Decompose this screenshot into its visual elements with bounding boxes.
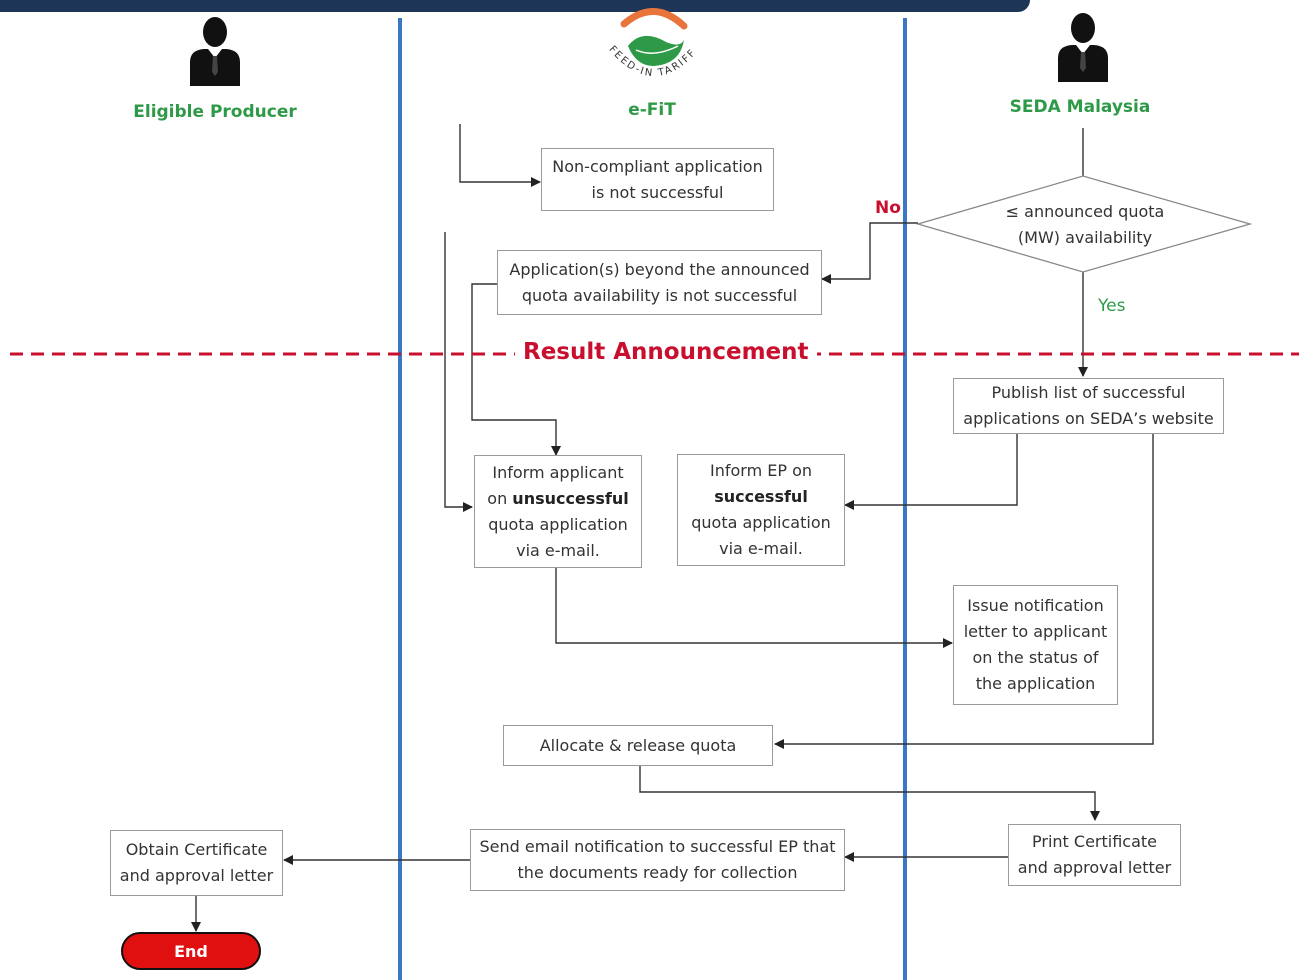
box-line: quota application <box>691 513 831 532</box>
inform-unsuccessful-box: Inform applicant on unsuccessful quota a… <box>474 455 642 568</box>
box-line: letter to applicant <box>963 622 1108 641</box>
lane-divider-left <box>398 18 402 980</box>
box-line: via e-mail. <box>516 540 600 560</box>
end-terminator: End <box>121 932 261 970</box>
box-line: applications on SEDA’s website <box>963 409 1214 428</box>
box-line: Application(s) beyond the announced <box>509 259 810 279</box>
yes-branch-label: Yes <box>1098 296 1126 316</box>
box-line: Print Certificate <box>1032 832 1157 851</box>
decision-text: ≤ announced quota (MW) availability <box>960 199 1210 251</box>
box-line: quota availability is not successful <box>521 285 798 305</box>
box-line: Non-compliant application <box>552 156 763 176</box>
obtain-certificate-box: Obtain Certificate and approval letter <box>110 830 283 896</box>
box-line: Allocate & release quota <box>539 735 737 755</box>
lane-title-seda-malaysia: SEDA Malaysia <box>1009 97 1151 117</box>
box-line: Issue notification <box>967 596 1104 615</box>
feed-in-tariff-logo: FEED-IN TARIFF <box>596 6 712 102</box>
print-certificate-box: Print Certificate and approval letter <box>1008 824 1181 886</box>
lane-title-efit: e-FiT <box>628 100 676 120</box>
box-line: Publish list of successful <box>991 383 1186 402</box>
top-banner-bar <box>0 0 1030 12</box>
box-line: Obtain Certificate <box>125 840 268 859</box>
allocate-quota-box: Allocate & release quota <box>503 725 773 766</box>
box-line: Send email notification to successful EP… <box>479 837 836 856</box>
no-branch-label: No <box>875 198 901 218</box>
box-text: on <box>487 488 513 508</box>
box-line: is not successful <box>591 182 724 202</box>
send-email-box: Send email notification to successful EP… <box>470 829 845 891</box>
person-icon <box>186 16 244 90</box>
box-line: on unsuccessful <box>487 486 628 512</box>
lane-divider-right <box>903 18 907 980</box>
unsuccessful-emphasis: unsuccessful <box>512 488 629 508</box>
box-line: Inform EP on <box>709 461 813 480</box>
box-line: the documents ready for collection <box>517 863 798 882</box>
inform-successful-box: Inform EP on successful quota applicatio… <box>677 454 845 566</box>
box-line: the application <box>975 674 1096 693</box>
box-line: and approval letter <box>1017 858 1172 877</box>
lane-title-eligible-producer: Eligible Producer <box>133 102 297 122</box>
publish-list-box: Publish list of successful applications … <box>953 378 1224 434</box>
box-line: Inform applicant <box>492 462 624 482</box>
successful-emphasis: successful <box>714 487 808 506</box>
non-compliant-box: Non-compliant application is not success… <box>541 148 774 211</box>
decision-line-2: (MW) availability <box>1017 228 1153 247</box>
beyond-quota-box: Application(s) beyond the announced quot… <box>497 250 822 315</box>
issue-notification-box: Issue notification letter to applicant o… <box>953 585 1118 705</box>
result-announcement-label: Result Announcement <box>515 339 817 365</box>
decision-line-1: ≤ announced quota <box>1005 202 1165 221</box>
box-line: on the status of <box>972 648 1099 667</box>
box-line: via e-mail. <box>719 539 803 558</box>
box-line: and approval letter <box>119 866 274 885</box>
box-line: quota application <box>488 514 628 534</box>
person-icon <box>1054 12 1112 86</box>
quota-decision-diamond <box>915 175 1253 273</box>
